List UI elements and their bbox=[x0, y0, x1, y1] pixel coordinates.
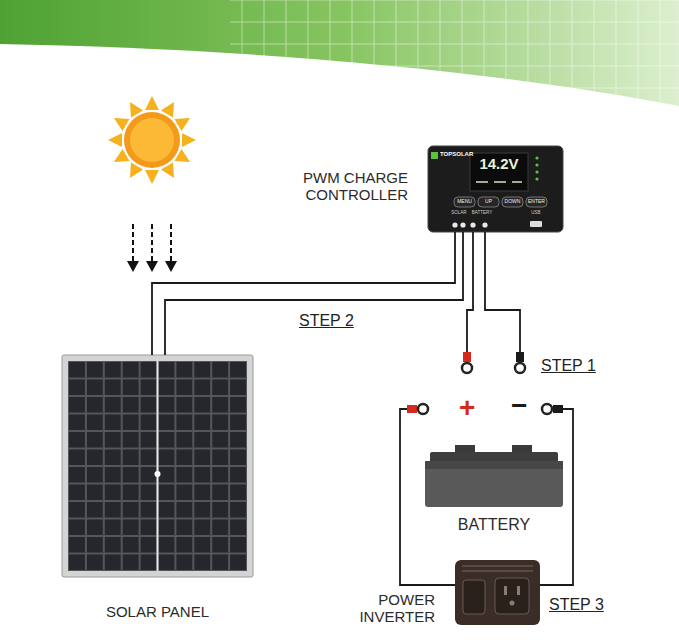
status-led bbox=[535, 156, 538, 159]
device-label: POWER INVERTER bbox=[335, 592, 435, 625]
controller-drawing bbox=[428, 146, 563, 232]
arrow-head bbox=[146, 261, 158, 272]
button-label: UP bbox=[478, 197, 499, 205]
panel-cells bbox=[68, 361, 247, 571]
ring-terminal bbox=[542, 404, 552, 414]
panel-divider bbox=[157, 361, 159, 571]
battery-band bbox=[425, 461, 563, 469]
inverter-body bbox=[455, 560, 540, 625]
sun-ray bbox=[108, 133, 122, 147]
device-label: SOLAR PANEL bbox=[52, 603, 263, 620]
button bbox=[454, 197, 475, 207]
wire bbox=[467, 232, 473, 352]
device-label: PWM CHARGE CONTROLLER bbox=[280, 170, 408, 203]
polarity-plus: + bbox=[459, 394, 475, 422]
battery: BATTERY bbox=[425, 445, 563, 507]
inverter-rib bbox=[462, 570, 533, 572]
terminal bbox=[482, 222, 487, 227]
sun-ray bbox=[182, 133, 196, 147]
battery-drawing bbox=[425, 445, 563, 507]
insulator bbox=[463, 352, 471, 362]
button bbox=[526, 197, 547, 207]
solar-panel-drawing bbox=[62, 355, 253, 577]
panel-cells-ground bbox=[68, 361, 247, 571]
socket-slot bbox=[517, 586, 520, 595]
controller-body bbox=[428, 146, 563, 232]
wire bbox=[485, 232, 520, 352]
arrow-head bbox=[165, 261, 177, 272]
terminal-label: USB bbox=[527, 210, 545, 215]
wire bbox=[540, 409, 573, 585]
insulator bbox=[553, 405, 563, 413]
button bbox=[478, 197, 499, 207]
sun-ray bbox=[145, 96, 159, 110]
panel-junction bbox=[155, 471, 161, 477]
step-label: STEP 1 bbox=[539, 356, 598, 375]
inverter-panel bbox=[463, 580, 485, 614]
ring-terminal bbox=[418, 404, 428, 414]
polarity-minus: − bbox=[511, 392, 527, 420]
wire bbox=[152, 232, 455, 355]
sunlight-arrow bbox=[132, 224, 134, 262]
lcd-screen bbox=[470, 153, 528, 191]
arrow-head bbox=[127, 261, 139, 272]
usb-port bbox=[530, 221, 542, 227]
panel-frame bbox=[62, 355, 253, 577]
inverter-rib bbox=[462, 565, 533, 567]
wire bbox=[400, 409, 455, 585]
solar-panel: SOLAR PANEL bbox=[62, 355, 253, 577]
lcd-icon bbox=[512, 181, 522, 183]
button-label: ENTER bbox=[526, 197, 547, 205]
brand-logo: TOPSOLAR bbox=[440, 151, 480, 158]
terminal bbox=[470, 222, 475, 227]
step-label: STEP 3 bbox=[547, 595, 606, 614]
terminal-label: BATTERY bbox=[470, 210, 494, 215]
socket-ground bbox=[510, 601, 515, 606]
sunlight-arrow bbox=[151, 224, 153, 262]
status-led bbox=[535, 163, 538, 166]
power-inverter: POWER INVERTER bbox=[455, 560, 540, 625]
terminal-label: SOLAR bbox=[449, 210, 469, 215]
sun-disc bbox=[124, 112, 180, 168]
terminal bbox=[452, 222, 457, 227]
button-label: DOWN bbox=[502, 197, 523, 205]
inverter-drawing bbox=[455, 560, 540, 625]
insulator bbox=[407, 405, 417, 413]
sun-core bbox=[130, 118, 174, 162]
lcd-icon bbox=[494, 181, 506, 183]
ring-terminal bbox=[462, 363, 472, 373]
socket-slot bbox=[504, 586, 507, 595]
charge-controller: PWM CHARGE CONTROLLERTOPSOLAR14.2VMENUUP… bbox=[428, 146, 563, 232]
voltage-readout: 14.2V bbox=[472, 155, 526, 172]
wire-pair bbox=[400, 404, 573, 585]
lcd-icon bbox=[476, 181, 488, 183]
button bbox=[502, 197, 523, 207]
sunlight-arrow bbox=[170, 224, 172, 262]
wire bbox=[165, 232, 463, 355]
ring-terminal bbox=[515, 363, 525, 373]
terminal bbox=[460, 222, 465, 227]
brand-mark bbox=[431, 152, 438, 159]
status-led bbox=[535, 177, 538, 180]
sunlight-arrows bbox=[127, 224, 177, 272]
wire-pair bbox=[462, 232, 525, 373]
wire-pair bbox=[152, 232, 463, 355]
ac-socket bbox=[495, 578, 529, 614]
sun-ray bbox=[145, 170, 159, 184]
insulator bbox=[516, 352, 524, 362]
battery-body bbox=[425, 461, 563, 507]
banner-curve bbox=[0, 44, 679, 643]
button-label: MENU bbox=[454, 197, 475, 205]
sun bbox=[108, 96, 196, 184]
status-led bbox=[535, 170, 538, 173]
device-label: BATTERY bbox=[415, 516, 573, 534]
step-label: STEP 2 bbox=[297, 311, 356, 330]
